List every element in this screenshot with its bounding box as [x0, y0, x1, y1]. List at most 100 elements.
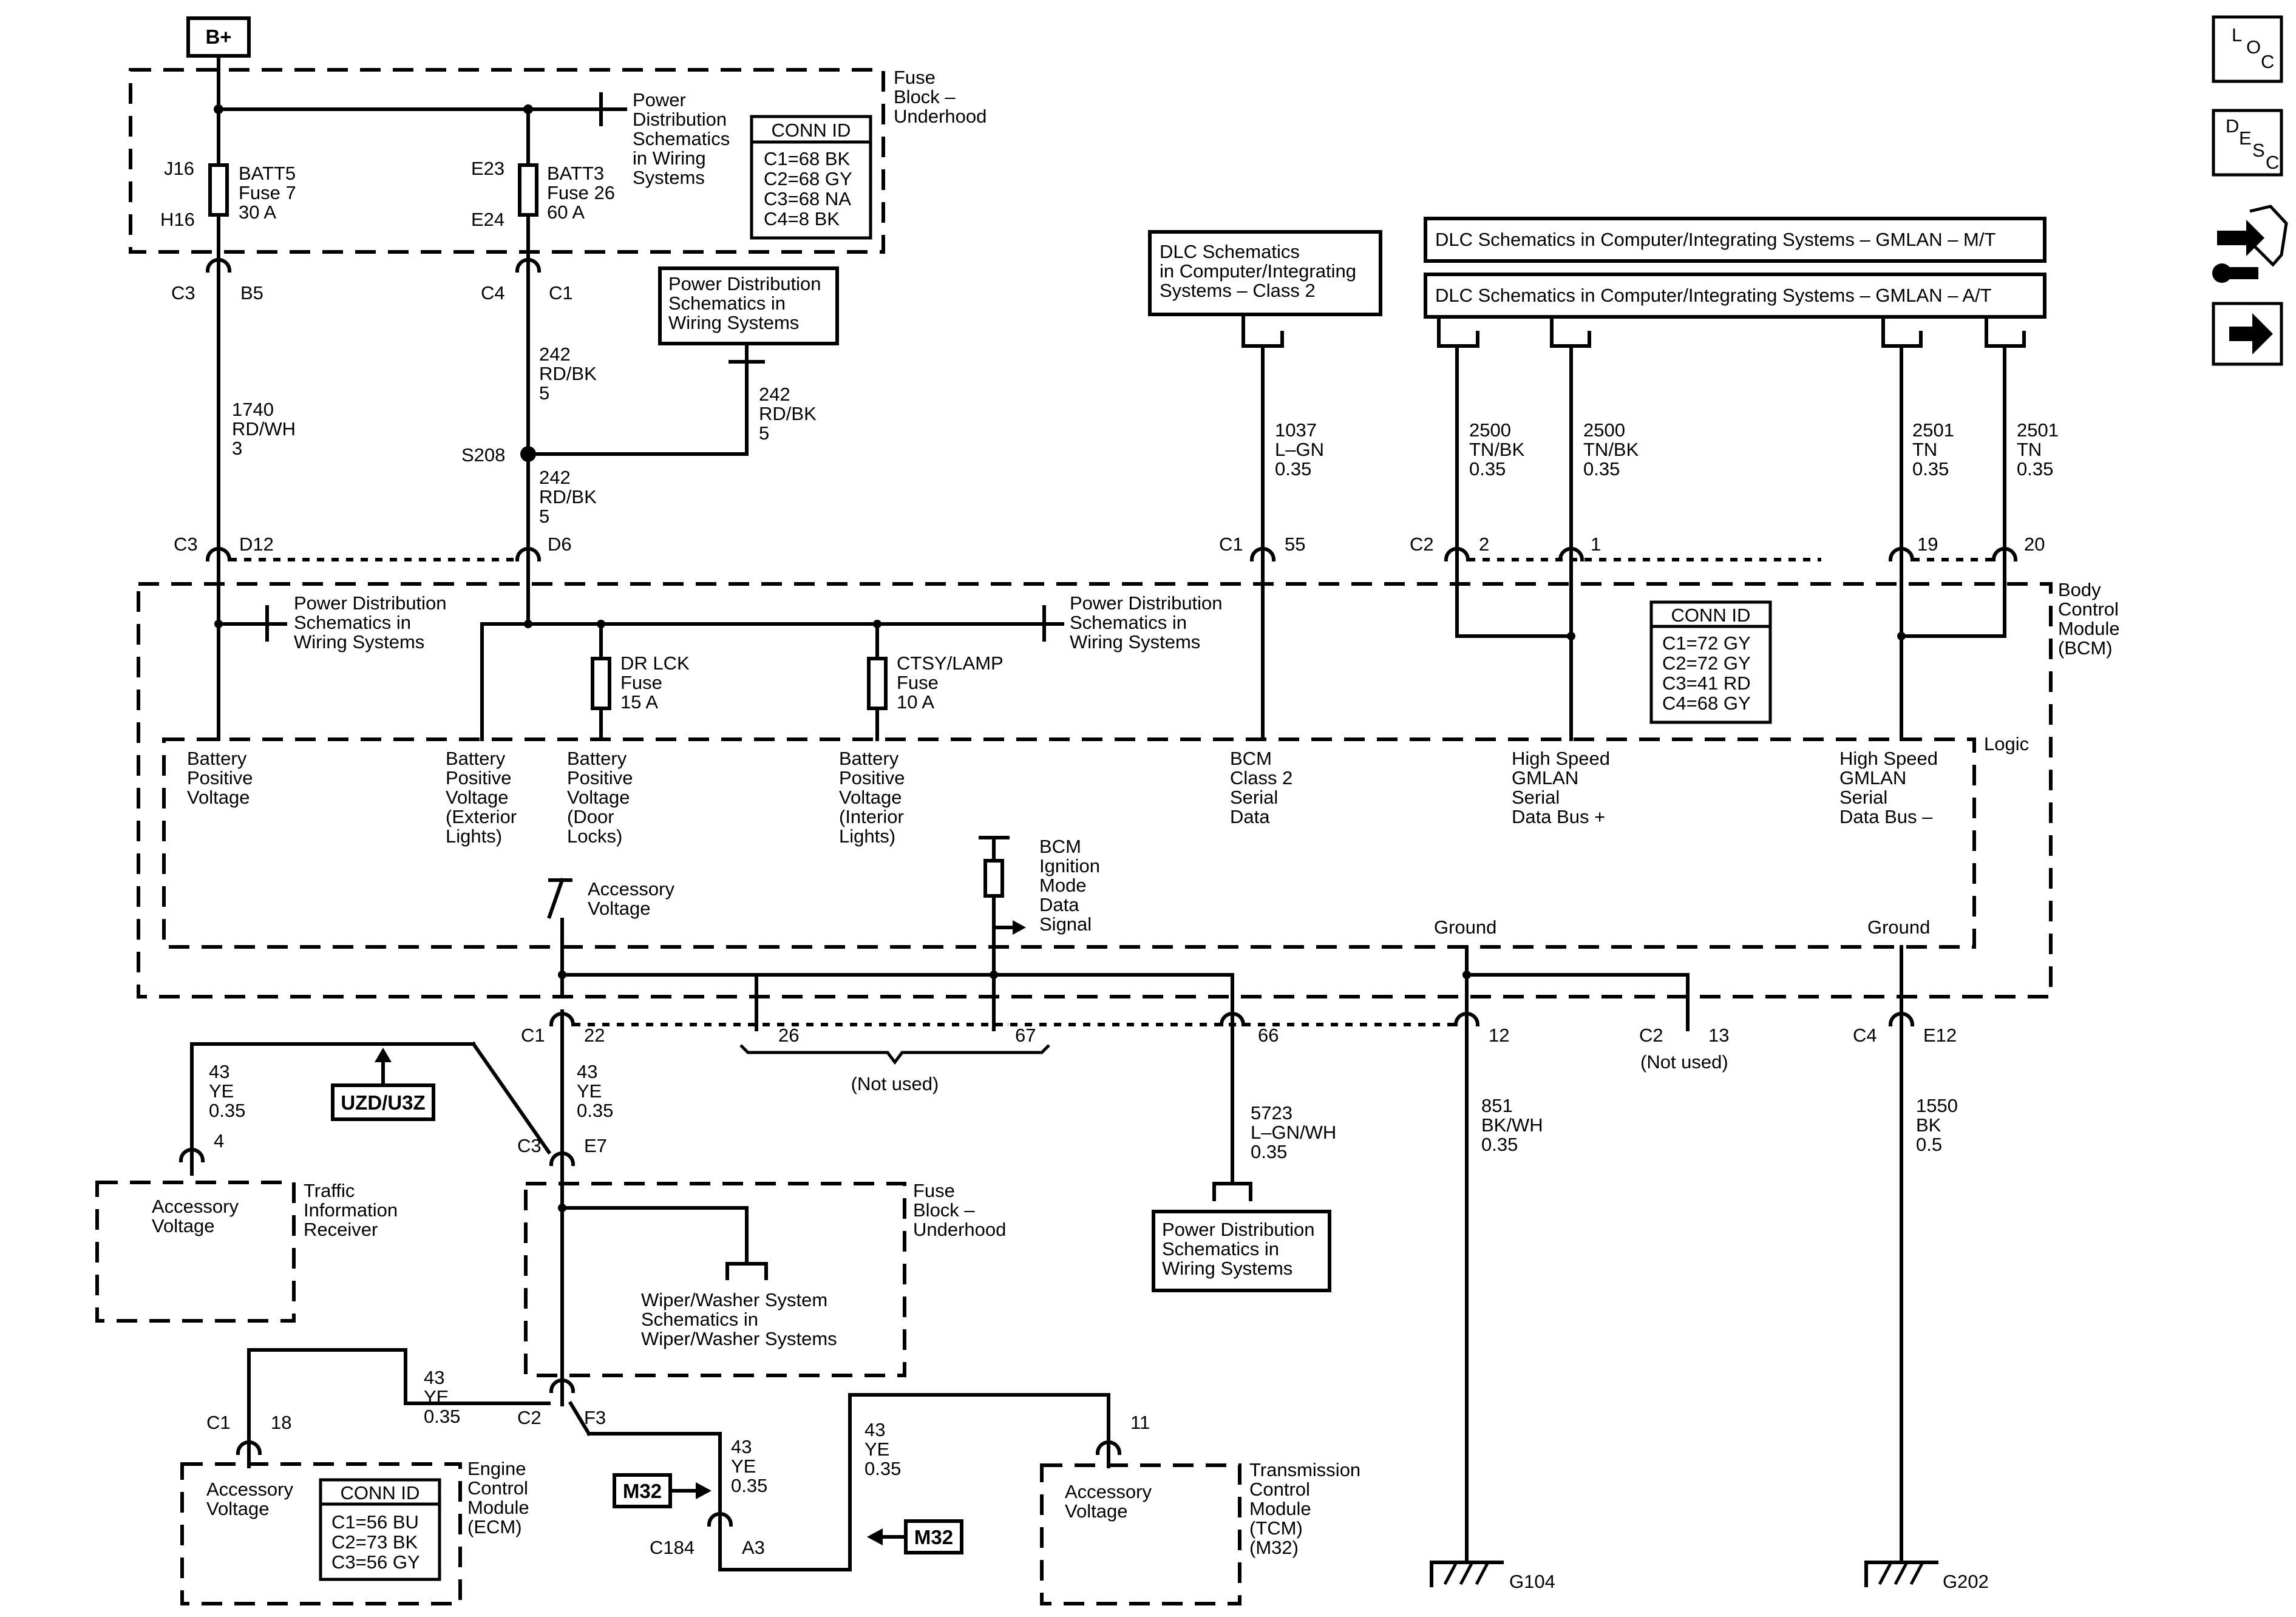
bcm-ground-1: Ground	[1434, 917, 1690, 1031]
svg-text:Schematics in: Schematics in	[294, 612, 411, 633]
svg-text:Positive: Positive	[567, 767, 633, 788]
svg-text:Module: Module	[2058, 618, 2120, 639]
svg-text:BK/WH: BK/WH	[1481, 1114, 1543, 1136]
bcm-ground-2: Ground	[1867, 917, 1930, 1013]
svg-text:Serial: Serial	[1230, 787, 1278, 808]
wire-242-upper-label: 242 RD/BK 5	[539, 344, 597, 404]
svg-text:Traffic: Traffic	[304, 1180, 355, 1201]
option-m32-right[interactable]: M32	[867, 1519, 963, 1554]
svg-text:242: 242	[759, 384, 790, 405]
svg-text:0.5: 0.5	[1916, 1134, 1942, 1155]
svg-text:B5: B5	[240, 282, 263, 303]
svg-text:E24: E24	[471, 209, 504, 230]
svg-text:Battery: Battery	[567, 748, 627, 769]
svg-text:Wiring Systems: Wiring Systems	[1070, 631, 1200, 653]
connector-pin-26: 26	[778, 1025, 799, 1046]
svg-text:DR LCK: DR LCK	[620, 653, 690, 674]
connector-pin-1: 1	[1560, 534, 1601, 573]
svg-text:F3: F3	[584, 1407, 606, 1428]
ref-power-distribution-bottom[interactable]: Power Distribution Schematics in Wiring …	[1152, 1210, 1331, 1292]
svg-text:C2: C2	[1410, 534, 1434, 555]
connector-c2-13-not-used: C2 13 (Not used)	[1639, 1025, 1729, 1073]
ref-wiper-washer[interactable]: Wiper/Washer System Schematics in Wiper/…	[641, 1289, 837, 1349]
connector-c3-b5: C3 B5	[171, 257, 263, 303]
wire-242-branch-label: 242 RD/BK 5	[759, 384, 817, 444]
svg-text:20: 20	[2024, 534, 2045, 555]
traffic-information-receiver: Accessory Voltage Traffic Information Re…	[95, 1180, 398, 1323]
svg-text:0.35: 0.35	[1583, 458, 1620, 480]
svg-text:C: C	[2261, 51, 2274, 72]
svg-text:G104: G104	[1509, 1571, 1555, 1592]
svg-text:D6: D6	[548, 534, 572, 555]
connector-c1-22: C1 22	[521, 1011, 605, 1046]
ref-dlc-gmlan-mt[interactable]: DLC Schematics in Computer/Integrating S…	[1424, 217, 2046, 263]
svg-text:J16: J16	[164, 158, 194, 179]
svg-text:Fuse: Fuse	[620, 672, 662, 693]
svg-text:Control: Control	[1249, 1479, 1310, 1500]
svg-text:DLC Schematics in Computer/Int: DLC Schematics in Computer/Integrating S…	[1435, 229, 1995, 250]
ref-power-distribution-bcm-left[interactable]: Power Distribution Schematics in Wiring …	[294, 592, 447, 653]
body-control-module-box: Body Control Module (BCM)	[137, 579, 2120, 998]
fuse-block-underhood-top: Fuse Block – Underhood	[129, 67, 987, 254]
fuse-dr-lck: DR LCK Fuse 15 A	[591, 622, 690, 741]
svg-text:C1: C1	[206, 1412, 231, 1433]
svg-text:43: 43	[731, 1436, 752, 1457]
ref-dlc-class2[interactable]: DLC Schematics in Computer/Integrating S…	[1148, 230, 1382, 316]
connector-c184-a3: C184 A3	[650, 1511, 765, 1558]
svg-text:19: 19	[1917, 534, 1938, 555]
option-uzd-u3z[interactable]: UZD/U3Z	[331, 1048, 435, 1121]
svg-text:C3: C3	[171, 282, 195, 303]
svg-text:Power Distribution: Power Distribution	[294, 592, 447, 614]
fuse-ctsy-lamp: CTSY/LAMP Fuse 10 A	[867, 622, 1004, 741]
svg-text:Serial: Serial	[1839, 787, 1887, 808]
ref-dlc-gmlan-at[interactable]: DLC Schematics in Computer/Integrating S…	[1424, 273, 2046, 319]
svg-text:Voltage: Voltage	[1065, 1500, 1127, 1522]
svg-text:0.35: 0.35	[731, 1475, 767, 1496]
connector-tool-icon[interactable]	[2212, 205, 2288, 283]
svg-text:(M32): (M32)	[1249, 1537, 1299, 1558]
svg-text:67: 67	[1015, 1025, 1036, 1046]
svg-text:Wiring Systems: Wiring Systems	[294, 631, 424, 653]
connector-pin-11: 11	[1098, 1412, 1150, 1466]
svg-text:Accessory: Accessory	[588, 878, 674, 900]
svg-text:Data Bus –: Data Bus –	[1839, 806, 1933, 827]
ref-power-distribution-bcm-right[interactable]: Power Distribution Schematics in Wiring …	[1070, 592, 1223, 653]
svg-text:Module: Module	[1249, 1498, 1311, 1519]
svg-text:55: 55	[1285, 534, 1305, 555]
loc-icon[interactable]: L O C	[2212, 15, 2283, 83]
svg-text:Positive: Positive	[187, 767, 253, 788]
ref-power-distribution-top[interactable]: Power Distribution Schematics in Wiring …	[633, 89, 730, 188]
svg-text:Wiring Systems: Wiring Systems	[668, 312, 799, 333]
svg-text:(TCM): (TCM)	[1249, 1517, 1303, 1539]
svg-text:Voltage: Voltage	[588, 898, 650, 919]
svg-text:YE: YE	[864, 1439, 889, 1460]
svg-text:Voltage: Voltage	[187, 787, 250, 808]
svg-text:1550: 1550	[1916, 1095, 1958, 1116]
wire-2500a-label: 2500 TN/BK 0.35	[1469, 419, 1525, 480]
svg-text:C1=72 GY: C1=72 GY	[1662, 632, 1751, 654]
svg-text:10 A: 10 A	[897, 691, 934, 713]
svg-text:C2=73 BK: C2=73 BK	[331, 1531, 418, 1553]
svg-text:C1: C1	[1219, 534, 1243, 555]
desc-icon[interactable]: D E S C	[2212, 109, 2283, 177]
ref-power-distribution-box[interactable]: Power Distribution Schematics in Wiring …	[658, 266, 839, 345]
svg-text:Power Distribution: Power Distribution	[1162, 1219, 1315, 1240]
svg-text:BATT5: BATT5	[239, 163, 296, 184]
svg-text:30 A: 30 A	[239, 202, 276, 223]
svg-text:(Not used): (Not used)	[1640, 1051, 1728, 1073]
bcm-battery-positive-voltage: Battery Positive Voltage	[187, 748, 253, 808]
svg-text:RD/BK: RD/BK	[539, 363, 597, 384]
arrow-right-icon[interactable]	[2212, 302, 2283, 366]
svg-text:Battery: Battery	[839, 748, 899, 769]
svg-text:0.35: 0.35	[424, 1406, 460, 1427]
svg-text:Engine: Engine	[467, 1458, 526, 1479]
svg-text:13: 13	[1708, 1025, 1729, 1046]
bcm-battery-voltage-exterior-lights: Battery Positive Voltage (Exterior Light…	[446, 748, 517, 847]
svg-text:43: 43	[577, 1061, 597, 1082]
svg-text:M32: M32	[623, 1480, 662, 1502]
option-m32-left[interactable]: M32	[613, 1473, 712, 1508]
connector-pin-12: 12	[1456, 1011, 1509, 1046]
svg-text:C3=68 NA: C3=68 NA	[764, 188, 851, 209]
connector-c3-e7: C3 E7	[517, 1135, 607, 1178]
connector-c1-55: C1 55	[1219, 534, 1305, 573]
